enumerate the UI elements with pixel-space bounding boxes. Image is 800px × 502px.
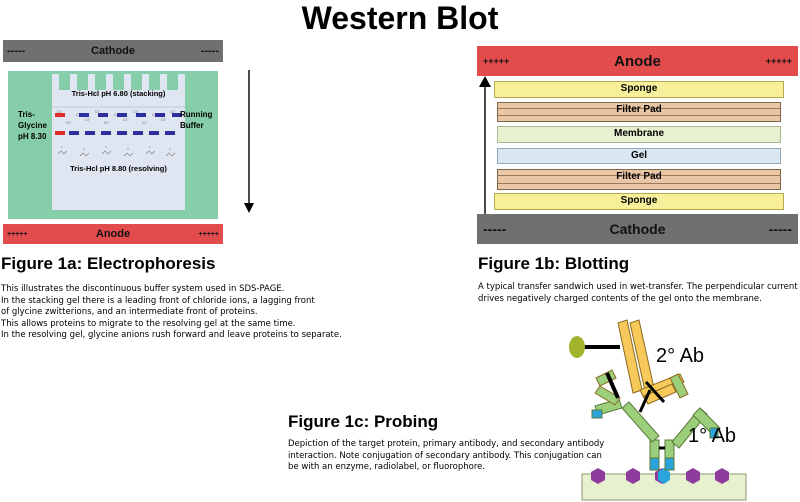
upward-current-arrow (479, 76, 491, 216)
glycine-molecules (57, 146, 176, 157)
cathode-label: Cathode (609, 221, 666, 237)
svg-text:Cl⁻: Cl⁻ (161, 117, 167, 122)
svg-text:Cl⁻: Cl⁻ (152, 112, 158, 117)
sponge-layer-top: Sponge (494, 81, 784, 98)
stacking-gel-label: Tris-Hcl pH 6.80 (stacking) (71, 89, 166, 98)
anode-right-signs: +++++ (198, 230, 219, 238)
figure-1b-title: Figure 1b: Blotting (478, 254, 630, 273)
filter-pad-layer-top: Filter Pad (497, 102, 781, 122)
antibody-probing-diagram: 2° Ab 1° Ab (569, 319, 747, 501)
anode-bar-1b: +++++ Anode +++++ (477, 46, 798, 76)
cathode-left-signs: ----- (7, 45, 26, 57)
cathode-right-signs: ----- (200, 45, 219, 57)
svg-text:Cl⁻: Cl⁻ (95, 109, 101, 114)
svg-text:Cl⁻: Cl⁻ (57, 109, 63, 114)
chloride-ion-row-2: Cl⁻ Cl⁻ Cl⁻ Cl⁻ Cl⁻ Cl⁻ (66, 117, 167, 125)
svg-text:Cl⁻: Cl⁻ (104, 120, 110, 125)
anode-left-signs: +++++ (7, 230, 28, 238)
primary-antibody-label: 1° Ab (688, 425, 736, 447)
figure-1a-title: Figure 1a: Electrophoresis (1, 254, 216, 273)
chloride-ion-row: Cl⁻ Cl⁻ Cl⁻ Cl⁻ Cl⁻ Cl⁻ Cl⁻ (57, 109, 176, 117)
figure-1a-caption: This illustrates the discontinuous buffe… (1, 284, 342, 340)
protein-bands-row-2 (55, 131, 175, 135)
page-title: Western Blot (301, 0, 499, 36)
electrophoresis-gel-diagram: Cl⁻Cl⁻Cl⁻ Cl⁻Cl⁻Cl⁻Cl⁻ Cl⁻Cl⁻Cl⁻ Cl⁻Cl⁻C… (52, 70, 254, 213)
svg-text:Cl⁻: Cl⁻ (133, 109, 139, 114)
resolving-gel-label: Tris-Hcl pH 8.80 (resolving) (70, 164, 167, 173)
anode-left-signs: +++++ (483, 56, 510, 66)
svg-text:Cl⁻: Cl⁻ (114, 112, 120, 117)
svg-text:Cl⁻: Cl⁻ (85, 117, 91, 122)
filter-pad-layer-bottom: Filter Pad (497, 169, 781, 190)
figure-1b-caption: A typical transfer sandwich used in wet-… (478, 282, 798, 304)
svg-text:Cl⁻: Cl⁻ (66, 120, 72, 125)
primary-antibody (591, 398, 721, 471)
cathode-left-signs: ----- (483, 221, 507, 237)
current-arrow-head-down (244, 203, 254, 213)
cathode-label: Cathode (91, 45, 135, 57)
gel-with-comb (52, 74, 185, 210)
membrane-layer: Membrane (497, 126, 781, 143)
figure-1c-caption: Depiction of the target protein, primary… (288, 439, 605, 472)
svg-text:Cl⁻: Cl⁻ (123, 117, 129, 122)
anode-bar-1a: +++++ Anode +++++ (3, 224, 223, 244)
cathode-bar-1a: ----- Cathode ----- (3, 40, 223, 62)
svg-text:Cl⁻: Cl⁻ (76, 112, 82, 117)
bound-target-protein (658, 468, 670, 484)
anode-label: Anode (614, 52, 661, 70)
protein-bands-row-1 (55, 113, 182, 117)
running-buffer-label: Running Buffer (180, 110, 213, 130)
gel-layer: Gel (497, 148, 781, 164)
svg-text:Cl⁻: Cl⁻ (170, 109, 176, 114)
sponge-layer-bottom: Sponge (494, 193, 784, 210)
tris-glycine-label: Tris- Glycine pH 8.30 (18, 110, 47, 141)
conjugated-enzyme (569, 336, 585, 358)
secondary-antibody-label: 2° Ab (656, 345, 704, 367)
cathode-bar-1b: ----- Cathode ----- (477, 214, 798, 244)
secondary-antibody (594, 319, 689, 413)
anode-right-signs: +++++ (765, 56, 792, 66)
svg-text:Cl⁻: Cl⁻ (142, 120, 148, 125)
cathode-right-signs: ----- (768, 221, 792, 237)
anode-label: Anode (95, 228, 131, 240)
figure-1c-title: Figure 1c: Probing (288, 412, 439, 431)
